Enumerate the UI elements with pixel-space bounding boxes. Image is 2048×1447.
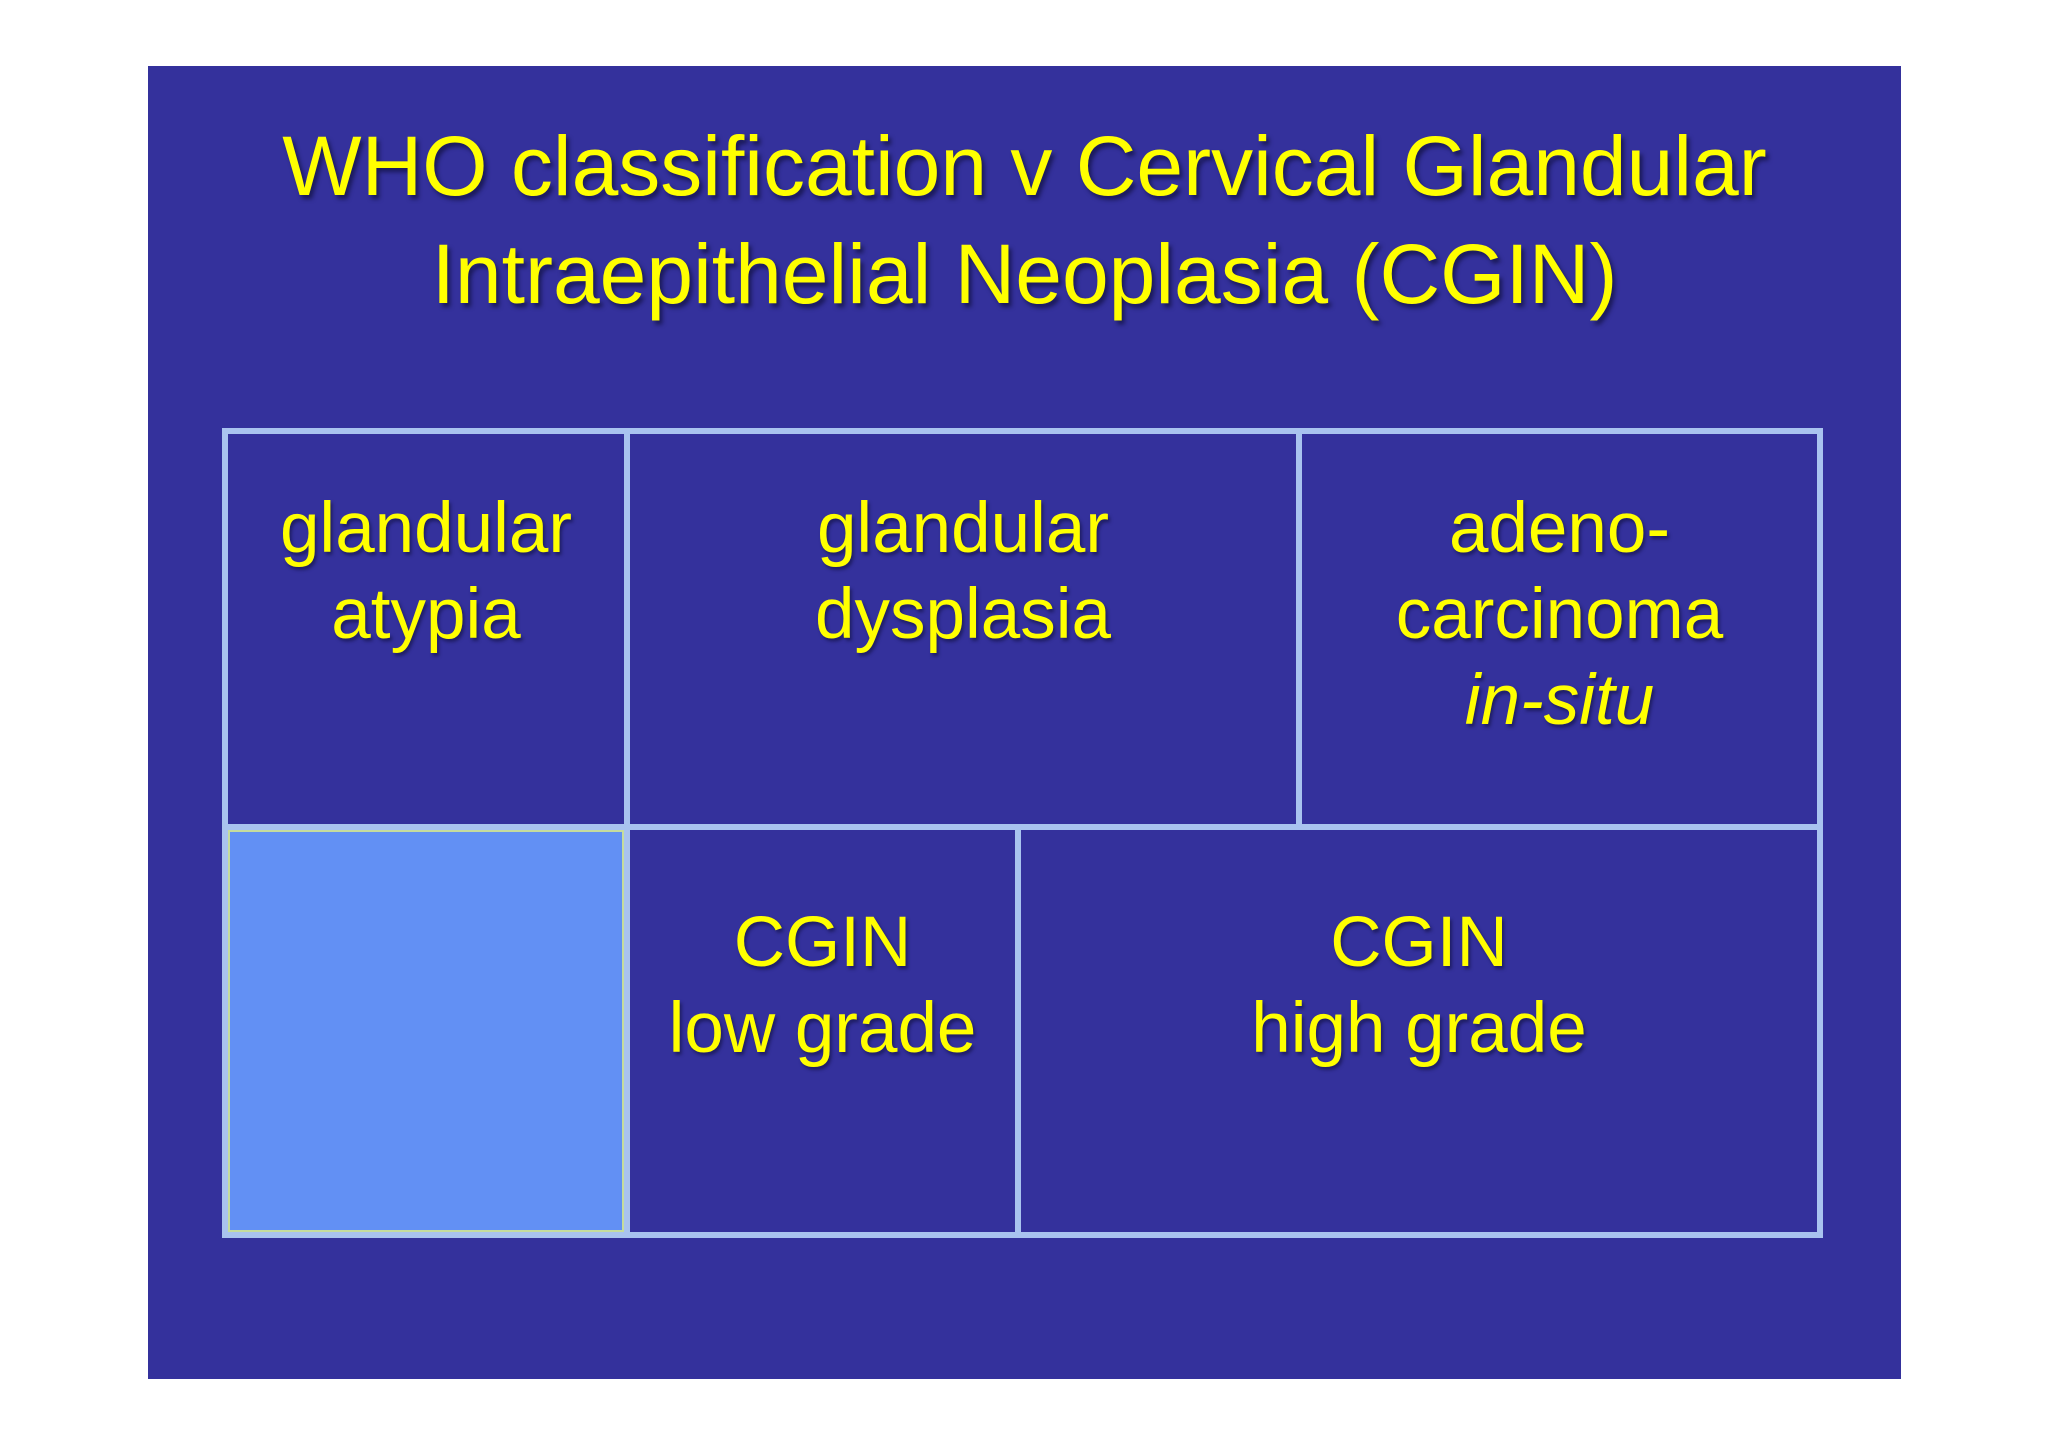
- cgin-high-grade-label: CGIN high grade: [1251, 903, 1587, 1068]
- cell-adenocarcinoma-in-situ: adeno- carcinoma in-situ: [1302, 434, 1817, 824]
- cell-cgin-low-grade: CGIN low grade: [630, 830, 1015, 1232]
- glandular-dysplasia-label: glandular dysplasia: [815, 489, 1111, 654]
- slide-title: WHO classification v Cervical Glandular …: [282, 119, 1767, 321]
- adenocarcinoma-label: adeno- carcinoma: [1395, 489, 1724, 654]
- cgin-low-grade-label: CGIN low grade: [668, 903, 977, 1068]
- glandular-atypia-label: glandular atypia: [279, 489, 573, 654]
- cell-glandular-dysplasia: glandular dysplasia: [630, 434, 1296, 824]
- adenocarcinoma-in-situ-label: in-situ: [1464, 661, 1655, 740]
- classification-table: glandular atypia glandular dysplasia ade…: [222, 428, 1823, 1238]
- cell-cgin-high-grade: CGIN high grade: [1021, 830, 1817, 1232]
- cell-highlight-empty: [228, 830, 624, 1232]
- slide: WHO classification v Cervical Glandular …: [148, 66, 1901, 1379]
- cell-glandular-atypia: glandular atypia: [228, 434, 624, 824]
